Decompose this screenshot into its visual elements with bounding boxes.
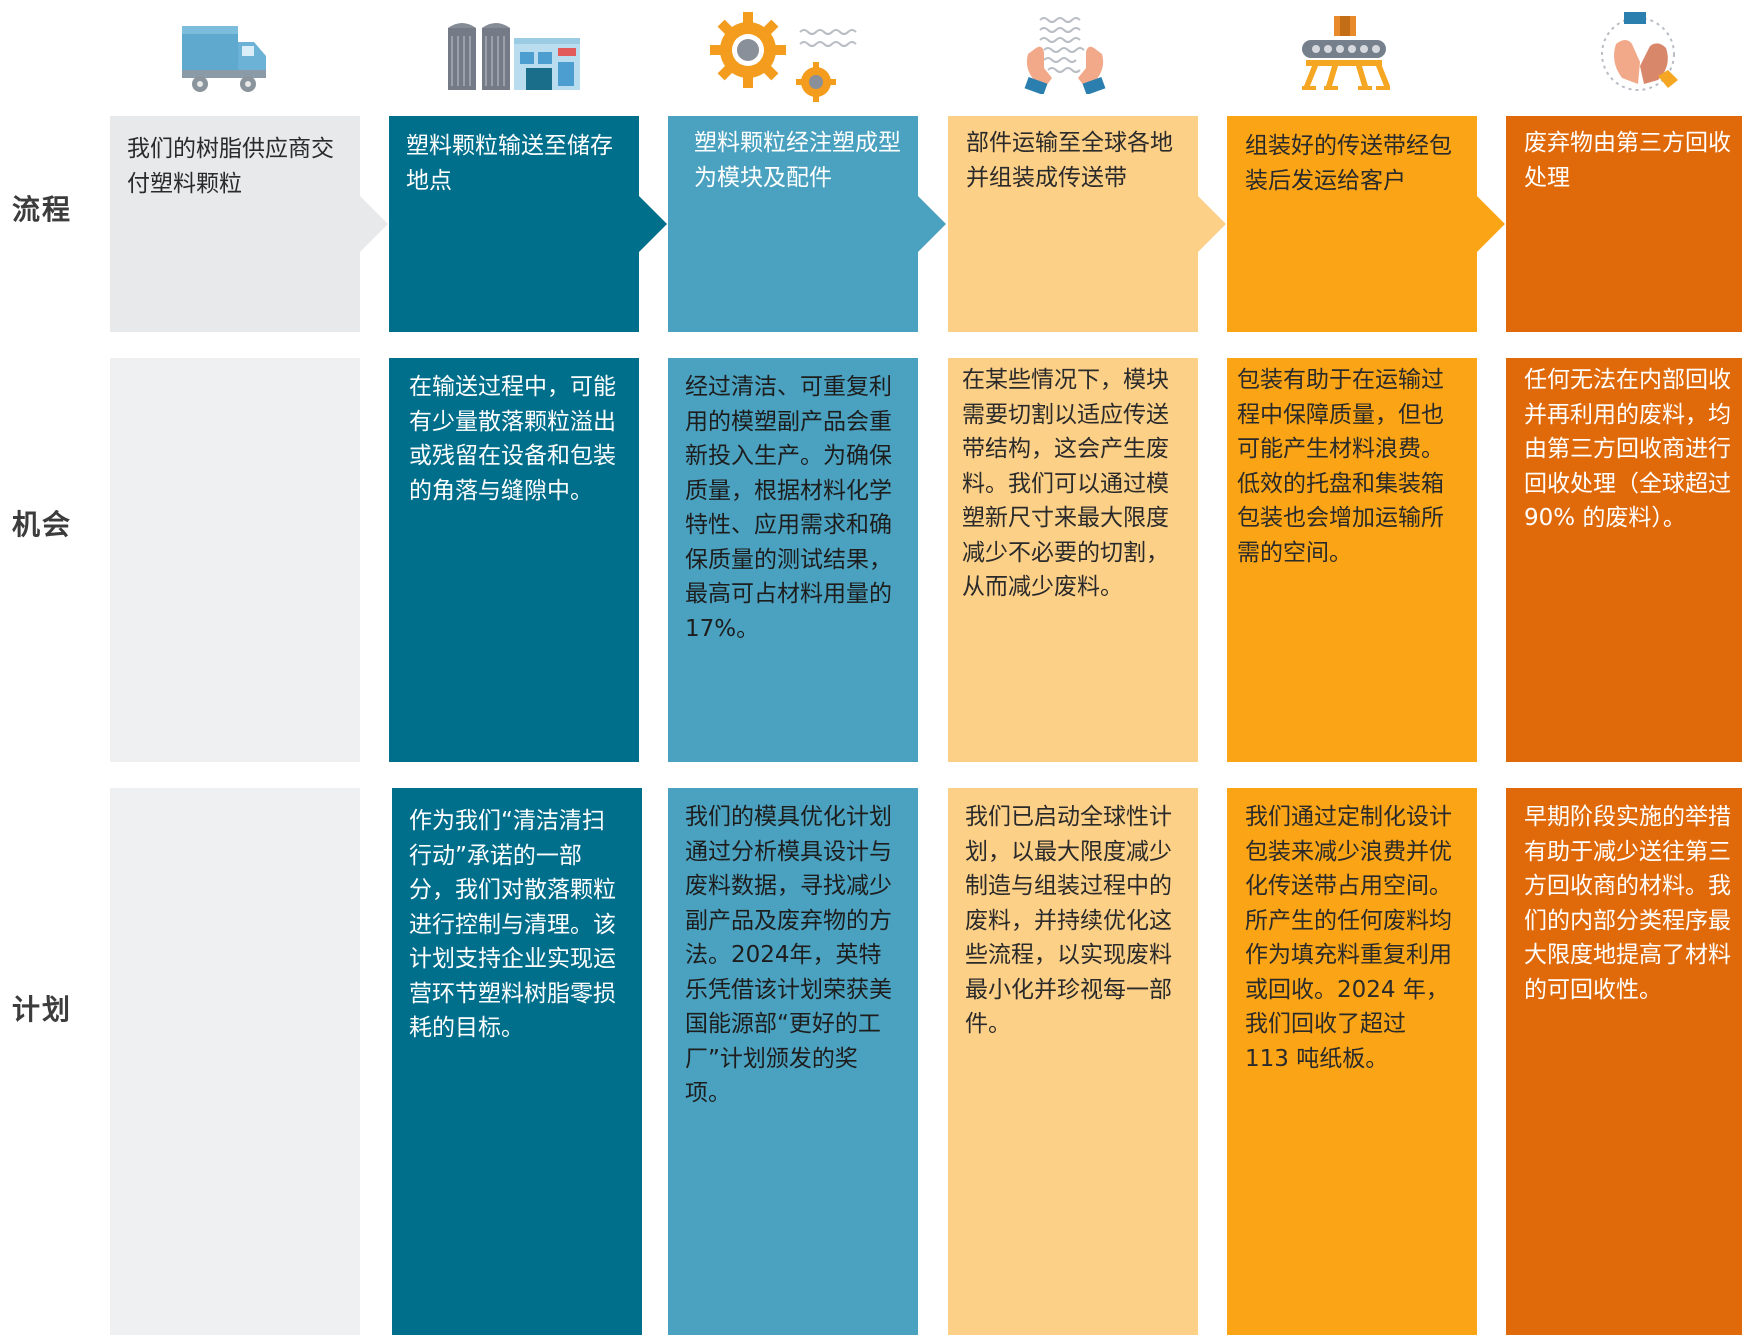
plan-cell-1 [110,788,360,1335]
process-text-4: 部件运输至全球各地并组装成传送带 [966,130,1173,191]
process-cell-6: 废弃物由第三方回收处理 [1506,116,1742,332]
process-cell-5: 组装好的传送带经包装后发运给客户 [1227,116,1477,332]
plan-text-6: 早期阶段实施的举措有助于减少送往第三方回收商的材料。我们的内部分类程序最大限度地… [1524,804,1731,1003]
opportunity-text-5: 包装有助于在运输过程中保障质量，但也可能产生材料浪费。低效的托盘和集装箱包装也会… [1237,367,1444,566]
process-cell-2: 塑料颗粒输送至储存地点 [389,116,639,332]
row-label-plan: 计划 [12,993,73,1026]
opportunity-text-3: 经过清洁、可重复利用的模塑副产品会重新投入生产。为确保质量，根据材料化学特性、应… [685,374,892,642]
plan-cell-2: 作为我们“清洁清扫行动”承诺的一部分，我们对散落颗粒进行控制与清理。该计划支持企… [392,788,642,1335]
process-text-5: 组装好的传送带经包装后发运给客户 [1245,133,1452,194]
recycling-hands-icon [1596,8,1682,108]
opportunity-cell-2: 在输送过程中，可能有少量散落颗粒溢出或残留在设备和包装的角落与缝隙中。 [389,358,639,762]
plan-cell-3: 我们的模具优化计划通过分析模具设计与废料数据，寻找减少副产品及废弃物的方法。20… [668,788,918,1335]
opportunity-text-2: 在输送过程中，可能有少量散落颗粒溢出或残留在设备和包装的角落与缝隙中。 [409,374,616,504]
process-cell-4: 部件运输至全球各地并组装成传送带 [948,116,1198,332]
plan-text-2: 作为我们“清洁清扫行动”承诺的一部分，我们对散落颗粒进行控制与清理。该计划支持企… [409,808,616,1041]
plan-cell-5: 我们通过定制化设计包装来减少浪费并优化传送带占用空间。所产生的任何废料均作为填充… [1227,788,1477,1335]
opportunity-cell-3: 经过清洁、可重复利用的模塑副产品会重新投入生产。为确保质量，根据材料化学特性、应… [668,358,918,762]
process-arrow-4 [1198,196,1226,252]
plan-cell-4: 我们已启动全球性计划，以最大限度减少制造与组装过程中的废料，并持续优化这些流程，… [948,788,1198,1335]
gears-molding-icon [708,10,864,110]
plan-text-4: 我们已启动全球性计划，以最大限度减少制造与组装过程中的废料，并持续优化这些流程，… [965,804,1172,1037]
opportunity-text-6: 任何无法在内部回收并再利用的废料，均由第三方回收商进行回收处理（全球超过 90%… [1524,367,1731,531]
hands-assembling-belt-icon [1020,14,1110,114]
opportunity-cell-6: 任何无法在内部回收并再利用的废料，均由第三方回收商进行回收处理（全球超过 90%… [1506,358,1742,762]
opportunity-cell-1 [110,358,360,762]
opportunity-cell-5: 包装有助于在运输过程中保障质量，但也可能产生材料浪费。低效的托盘和集装箱包装也会… [1227,358,1477,762]
process-text-3: 塑料颗粒经注塑成型为模块及配件 [694,130,901,191]
opportunity-text-4: 在某些情况下，模块需要切割以适应传送带结构，这会产生废料。我们可以通过模塑新尺寸… [962,367,1169,600]
process-text-1: 我们的树脂供应商交付塑料颗粒 [127,136,334,197]
opportunity-cell-4: 在某些情况下，模块需要切割以适应传送带结构，这会产生废料。我们可以通过模塑新尺寸… [948,358,1198,762]
process-text-2: 塑料颗粒输送至储存地点 [406,133,613,194]
row-label-opportunity: 机会 [12,508,73,541]
conveyor-package-icon [1298,14,1390,114]
process-arrow-2 [639,196,667,252]
process-cell-3: 塑料颗粒经注塑成型为模块及配件 [668,116,918,332]
process-arrow-1 [360,196,388,252]
plan-text-3: 我们的模具优化计划通过分析模具设计与废料数据，寻找减少副产品及废弃物的方法。20… [685,804,892,1106]
process-arrow-5 [1477,196,1505,252]
storage-silo-warehouse-icon [446,20,584,120]
row-label-process: 流程 [12,193,73,226]
delivery-truck-icon [180,22,270,122]
plan-text-5: 我们通过定制化设计包装来减少浪费并优化传送带占用空间。所产生的任何废料均作为填充… [1245,804,1452,1072]
process-arrow-3 [918,196,946,252]
process-cell-1: 我们的树脂供应商交付塑料颗粒 [110,116,360,332]
process-text-6: 废弃物由第三方回收处理 [1524,130,1731,191]
plan-cell-6: 早期阶段实施的举措有助于减少送往第三方回收商的材料。我们的内部分类程序最大限度地… [1506,788,1742,1335]
